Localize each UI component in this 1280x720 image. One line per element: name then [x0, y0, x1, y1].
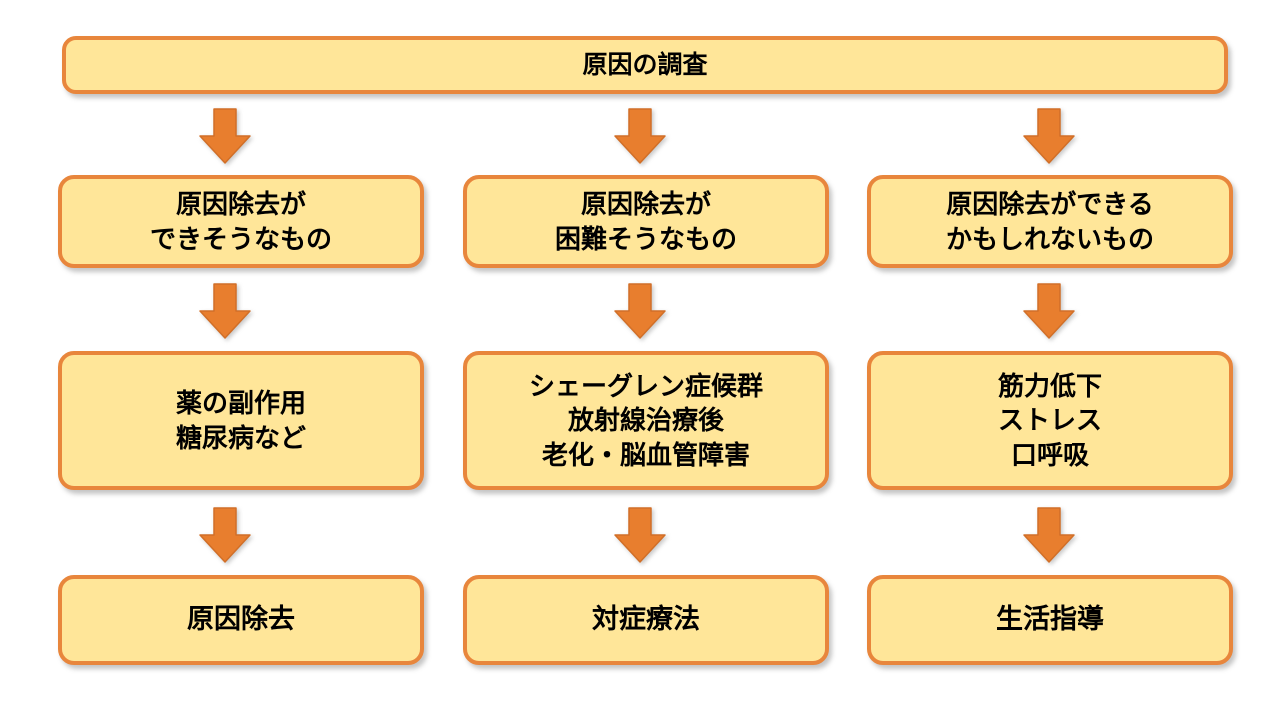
- examples-box-maybe-removable: 筋力低下 ストレス 口呼吸: [867, 351, 1233, 490]
- outcome-box-symptomatic-treatment: 対症療法: [463, 575, 829, 665]
- outcome-box-lifestyle-guidance: 生活指導: [867, 575, 1233, 665]
- category-box-difficult: 原因除去が 困難そうなもの: [463, 175, 829, 268]
- box-text-line: 対症療法: [592, 604, 700, 635]
- box-text-line: ストレス: [997, 405, 1102, 436]
- box-text-line: 筋力低下: [997, 371, 1102, 402]
- down-arrow-icon: [199, 108, 251, 164]
- title-box: 原因の調査: [62, 36, 1228, 94]
- box-text-line: 糖尿病など: [175, 422, 306, 453]
- examples-box-difficult: シェーグレン症候群 放射線治療後 老化・脳血管障害: [463, 351, 829, 490]
- box-text-line: 原因除去ができる: [946, 189, 1154, 220]
- box-text-line: 原因除去: [187, 604, 295, 635]
- box-text-line: 放射線治療後: [567, 405, 724, 436]
- box-text-line: 口呼吸: [1010, 439, 1089, 470]
- down-arrow-icon: [199, 507, 251, 563]
- box-text-line: 生活指導: [996, 604, 1104, 635]
- box-text-line: 原因除去が: [175, 189, 306, 220]
- down-arrow-icon: [1023, 507, 1075, 563]
- examples-box-removable: 薬の副作用 糖尿病など: [58, 351, 424, 490]
- down-arrow-icon: [614, 283, 666, 339]
- outcome-box-cause-removal: 原因除去: [58, 575, 424, 665]
- category-box-maybe-removable: 原因除去ができる かもしれないもの: [867, 175, 1233, 268]
- box-text-line: 老化・脳血管障害: [541, 439, 750, 470]
- down-arrow-icon: [1023, 108, 1075, 164]
- title-text: 原因の調査: [582, 50, 708, 79]
- down-arrow-icon: [614, 507, 666, 563]
- box-text-line: シェーグレン症候群: [528, 371, 763, 402]
- category-box-removable: 原因除去が できそうなもの: [58, 175, 424, 268]
- box-text-line: 薬の副作用: [175, 388, 306, 419]
- box-text-line: 困難そうなもの: [554, 223, 737, 254]
- down-arrow-icon: [199, 283, 251, 339]
- down-arrow-icon: [614, 108, 666, 164]
- down-arrow-icon: [1023, 283, 1075, 339]
- box-text-line: できそうなもの: [149, 223, 332, 254]
- box-text-line: 原因除去が: [580, 189, 711, 220]
- box-text-line: かもしれないもの: [945, 223, 1154, 254]
